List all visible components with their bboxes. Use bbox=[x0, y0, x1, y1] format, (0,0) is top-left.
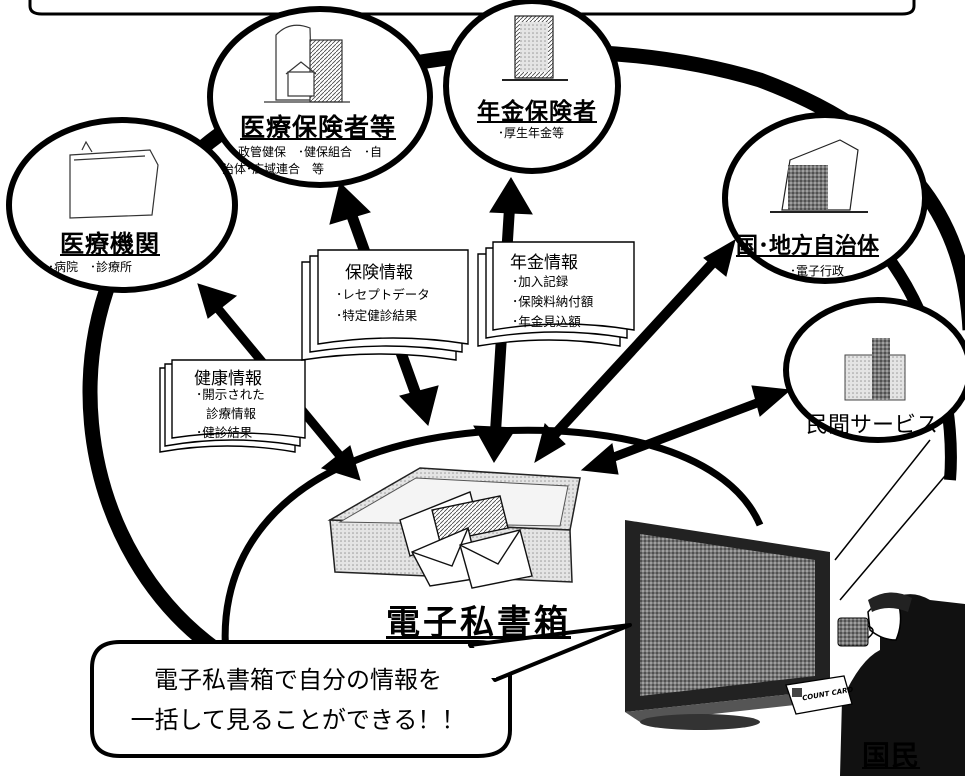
arrow-health-head-a bbox=[197, 283, 238, 319]
medical-institution-circle bbox=[6, 117, 238, 293]
insurer-title: 医療保険者等 bbox=[240, 113, 397, 142]
pension-title: 年金保険者 bbox=[477, 99, 597, 125]
pension-sub: ･厚生年金等 bbox=[498, 126, 565, 140]
pension-doc-stack bbox=[477, 241, 635, 347]
arrow-insurance-head-a bbox=[329, 182, 371, 225]
arrow-government-head-a bbox=[534, 423, 566, 464]
arrow-government bbox=[541, 251, 724, 449]
hospital-icon bbox=[69, 140, 159, 219]
citizen-title: 国民 bbox=[862, 739, 921, 772]
insurance-doc-item: ･特定健診結果 bbox=[336, 308, 418, 323]
insurance-doc-title: 保険情報 bbox=[345, 263, 413, 283]
medical-institution-title: 医療機関 bbox=[60, 230, 160, 258]
government-title: 国･地方自治体 bbox=[736, 234, 880, 259]
insurer-sub-line1: ･政管健保 ･健保組合 ･自 bbox=[232, 145, 383, 159]
pension-doc-item: ･保険料納付額 bbox=[512, 294, 594, 309]
envelopes-icon bbox=[399, 491, 533, 589]
connector-lines bbox=[834, 439, 951, 601]
person-icon bbox=[837, 592, 965, 776]
government-sub: ･電子行政 bbox=[790, 264, 845, 278]
insurer-building-icon bbox=[264, 24, 350, 103]
pension-doc-item: ･年金見込額 bbox=[512, 314, 581, 329]
speech-bubble-line1: 電子私書箱で自分の情報を bbox=[154, 666, 442, 694]
insurer-sub-line2: 治体･広域連合 等 bbox=[222, 162, 325, 176]
card-icon bbox=[785, 675, 853, 715]
mailbox-title: 電子私書箱 bbox=[386, 603, 571, 643]
health-doc-stack bbox=[159, 359, 306, 453]
arrow-insurance-head-b bbox=[399, 385, 439, 426]
pension-doc-item: ･加入記録 bbox=[512, 274, 569, 289]
arrow-health-head-b bbox=[320, 445, 361, 481]
mailbox-ellipse bbox=[221, 426, 764, 691]
pension-circle bbox=[443, 0, 621, 174]
private-building-icon bbox=[844, 338, 906, 401]
health-doc-item: 診療情報 bbox=[206, 406, 257, 421]
arrow-pension-head-a bbox=[489, 177, 533, 215]
pension-building-icon bbox=[502, 15, 568, 81]
insurance-doc-stack bbox=[301, 249, 469, 361]
insurance-doc-item: ･レセプトデータ bbox=[336, 287, 430, 302]
government-building-icon bbox=[770, 139, 868, 213]
health-doc-title: 健康情報 bbox=[194, 369, 262, 389]
pension-doc-title: 年金情報 bbox=[510, 253, 578, 273]
arrow-government-head-b bbox=[703, 238, 736, 277]
arrow-pension-head-b bbox=[473, 425, 517, 463]
private-title: 民間サービス bbox=[806, 413, 939, 438]
arrow-private-head-b bbox=[751, 385, 792, 417]
medical-institution-sub: ･病院 ･診療所 bbox=[48, 260, 133, 274]
speech-bubble-line2: 一括して見ることができる！！ bbox=[130, 706, 466, 734]
health-doc-item: ･健診結果 bbox=[196, 425, 253, 440]
health-doc-item: ･開示された bbox=[196, 387, 265, 402]
top-banner-edge bbox=[28, 0, 916, 16]
monitor-icon bbox=[625, 520, 840, 730]
arrow-private-head-a bbox=[580, 443, 619, 475]
arrow-private bbox=[596, 393, 772, 468]
speech-bubble-shape bbox=[90, 623, 632, 758]
